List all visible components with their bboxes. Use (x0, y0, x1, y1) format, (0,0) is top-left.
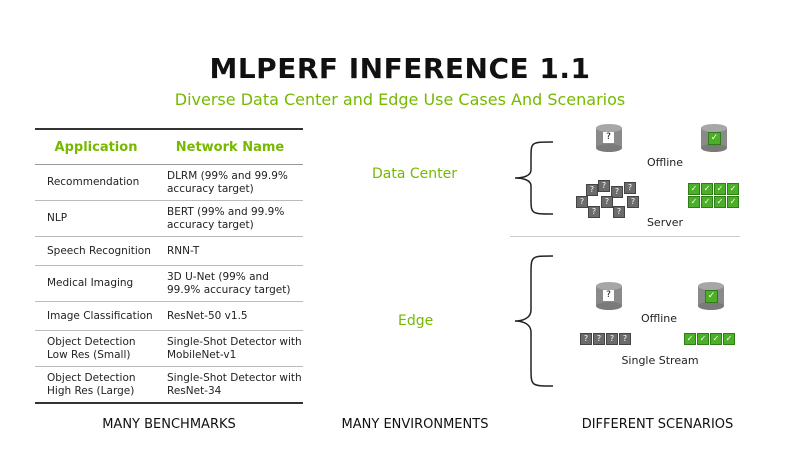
query-block-icon: ? (576, 196, 588, 208)
curly-brace-icon (514, 255, 554, 387)
check-block-icon: ✓ (714, 183, 726, 195)
cell-network: ResNet-50 v1.5 (157, 301, 303, 331)
bottom-label-scenarios: DIFFERENT SCENARIOS (581, 417, 734, 432)
check-block-icon: ✓ (727, 183, 739, 195)
cell-application: Medical Imaging (35, 265, 157, 302)
check-block-icon: ✓ (723, 333, 735, 345)
query-block-icon: ? (586, 184, 598, 196)
query-block-icon: ? (603, 132, 614, 143)
query-block-icon: ? (603, 290, 614, 301)
check-block-icon: ✓ (688, 196, 700, 208)
cell-application: Object Detection High Res (Large) (35, 366, 157, 403)
header-application: Application (35, 129, 157, 165)
cell-application: Speech Recognition (35, 236, 157, 266)
query-block-icon: ? (601, 196, 613, 208)
slide-title: MLPERF INFERENCE 1.1 (209, 52, 591, 85)
table-row: Medical Imaging 3D U-Net (99% and 99.9% … (35, 265, 303, 302)
query-block-icon: ? (627, 196, 639, 208)
query-block-icon: ? (580, 333, 592, 345)
check-block-icon: ✓ (705, 290, 718, 303)
header-network-name: Network Name (157, 129, 303, 165)
check-block-icon: ✓ (708, 132, 721, 145)
curly-brace-icon (514, 141, 554, 215)
cell-application: Object Detection Low Res (Small) (35, 330, 157, 367)
query-block-icon: ? (613, 206, 625, 218)
cell-network: BERT (99% and 99.9% accuracy target) (157, 200, 303, 237)
query-block-icon: ? (593, 333, 605, 345)
slide-subtitle: Diverse Data Center and Edge Use Cases A… (174, 90, 626, 109)
scenario-dc-offline-label: Offline (646, 156, 684, 169)
table-row: Recommendation DLRM (99% and 99.9% accur… (35, 164, 303, 201)
table-row: Speech Recognition RNN-T (35, 236, 303, 266)
check-block-icon: ✓ (701, 196, 713, 208)
query-block-icon: ? (606, 333, 618, 345)
check-block-icon: ✓ (701, 183, 713, 195)
database-check-icon: ✓ (701, 124, 727, 152)
check-block-icon: ✓ (710, 333, 722, 345)
query-block-icon: ? (619, 333, 631, 345)
environment-data-center-label: Data Center (372, 166, 457, 182)
cell-network: RNN-T (157, 236, 303, 266)
query-block-icon: ? (598, 180, 610, 192)
database-query-icon: ? (596, 124, 622, 152)
cell-application: Image Classification (35, 301, 157, 331)
check-block-icon: ✓ (714, 196, 726, 208)
cell-network: Single-Shot Detector with ResNet-34 (157, 366, 303, 403)
table-header-row: Application Network Name (35, 129, 303, 165)
scenario-edge-single-stream-label: Single Stream (621, 354, 699, 367)
table-row: Image Classification ResNet-50 v1.5 (35, 301, 303, 331)
table-row: Object Detection High Res (Large) Single… (35, 366, 303, 403)
check-block-icon: ✓ (684, 333, 696, 345)
benchmark-table: Application Network Name Recommendation … (35, 128, 303, 404)
bottom-label-benchmarks: MANY BENCHMARKS (102, 417, 236, 432)
cell-network: Single-Shot Detector with MobileNet-v1 (157, 330, 303, 367)
database-check-icon: ✓ (698, 282, 724, 310)
scenario-dc-server-label: Server (646, 216, 684, 229)
cell-application: NLP (35, 200, 157, 237)
environment-edge-label: Edge (398, 313, 434, 329)
query-block-icon: ? (588, 206, 600, 218)
table-row: Object Detection Low Res (Small) Single-… (35, 330, 303, 367)
cell-application: Recommendation (35, 164, 157, 201)
check-block-icon: ✓ (727, 196, 739, 208)
scenario-divider (510, 236, 740, 237)
check-block-icon: ✓ (688, 183, 700, 195)
query-block-icon: ? (611, 186, 623, 198)
check-block-icon: ✓ (697, 333, 709, 345)
cell-network: 3D U-Net (99% and 99.9% accuracy target) (157, 265, 303, 302)
query-block-icon: ? (624, 182, 636, 194)
cell-network: DLRM (99% and 99.9% accuracy target) (157, 164, 303, 201)
bottom-label-environments: MANY ENVIRONMENTS (341, 417, 489, 432)
database-query-icon: ? (596, 282, 622, 310)
table-row: NLP BERT (99% and 99.9% accuracy target) (35, 200, 303, 237)
scenario-edge-offline-label: Offline (640, 312, 678, 325)
